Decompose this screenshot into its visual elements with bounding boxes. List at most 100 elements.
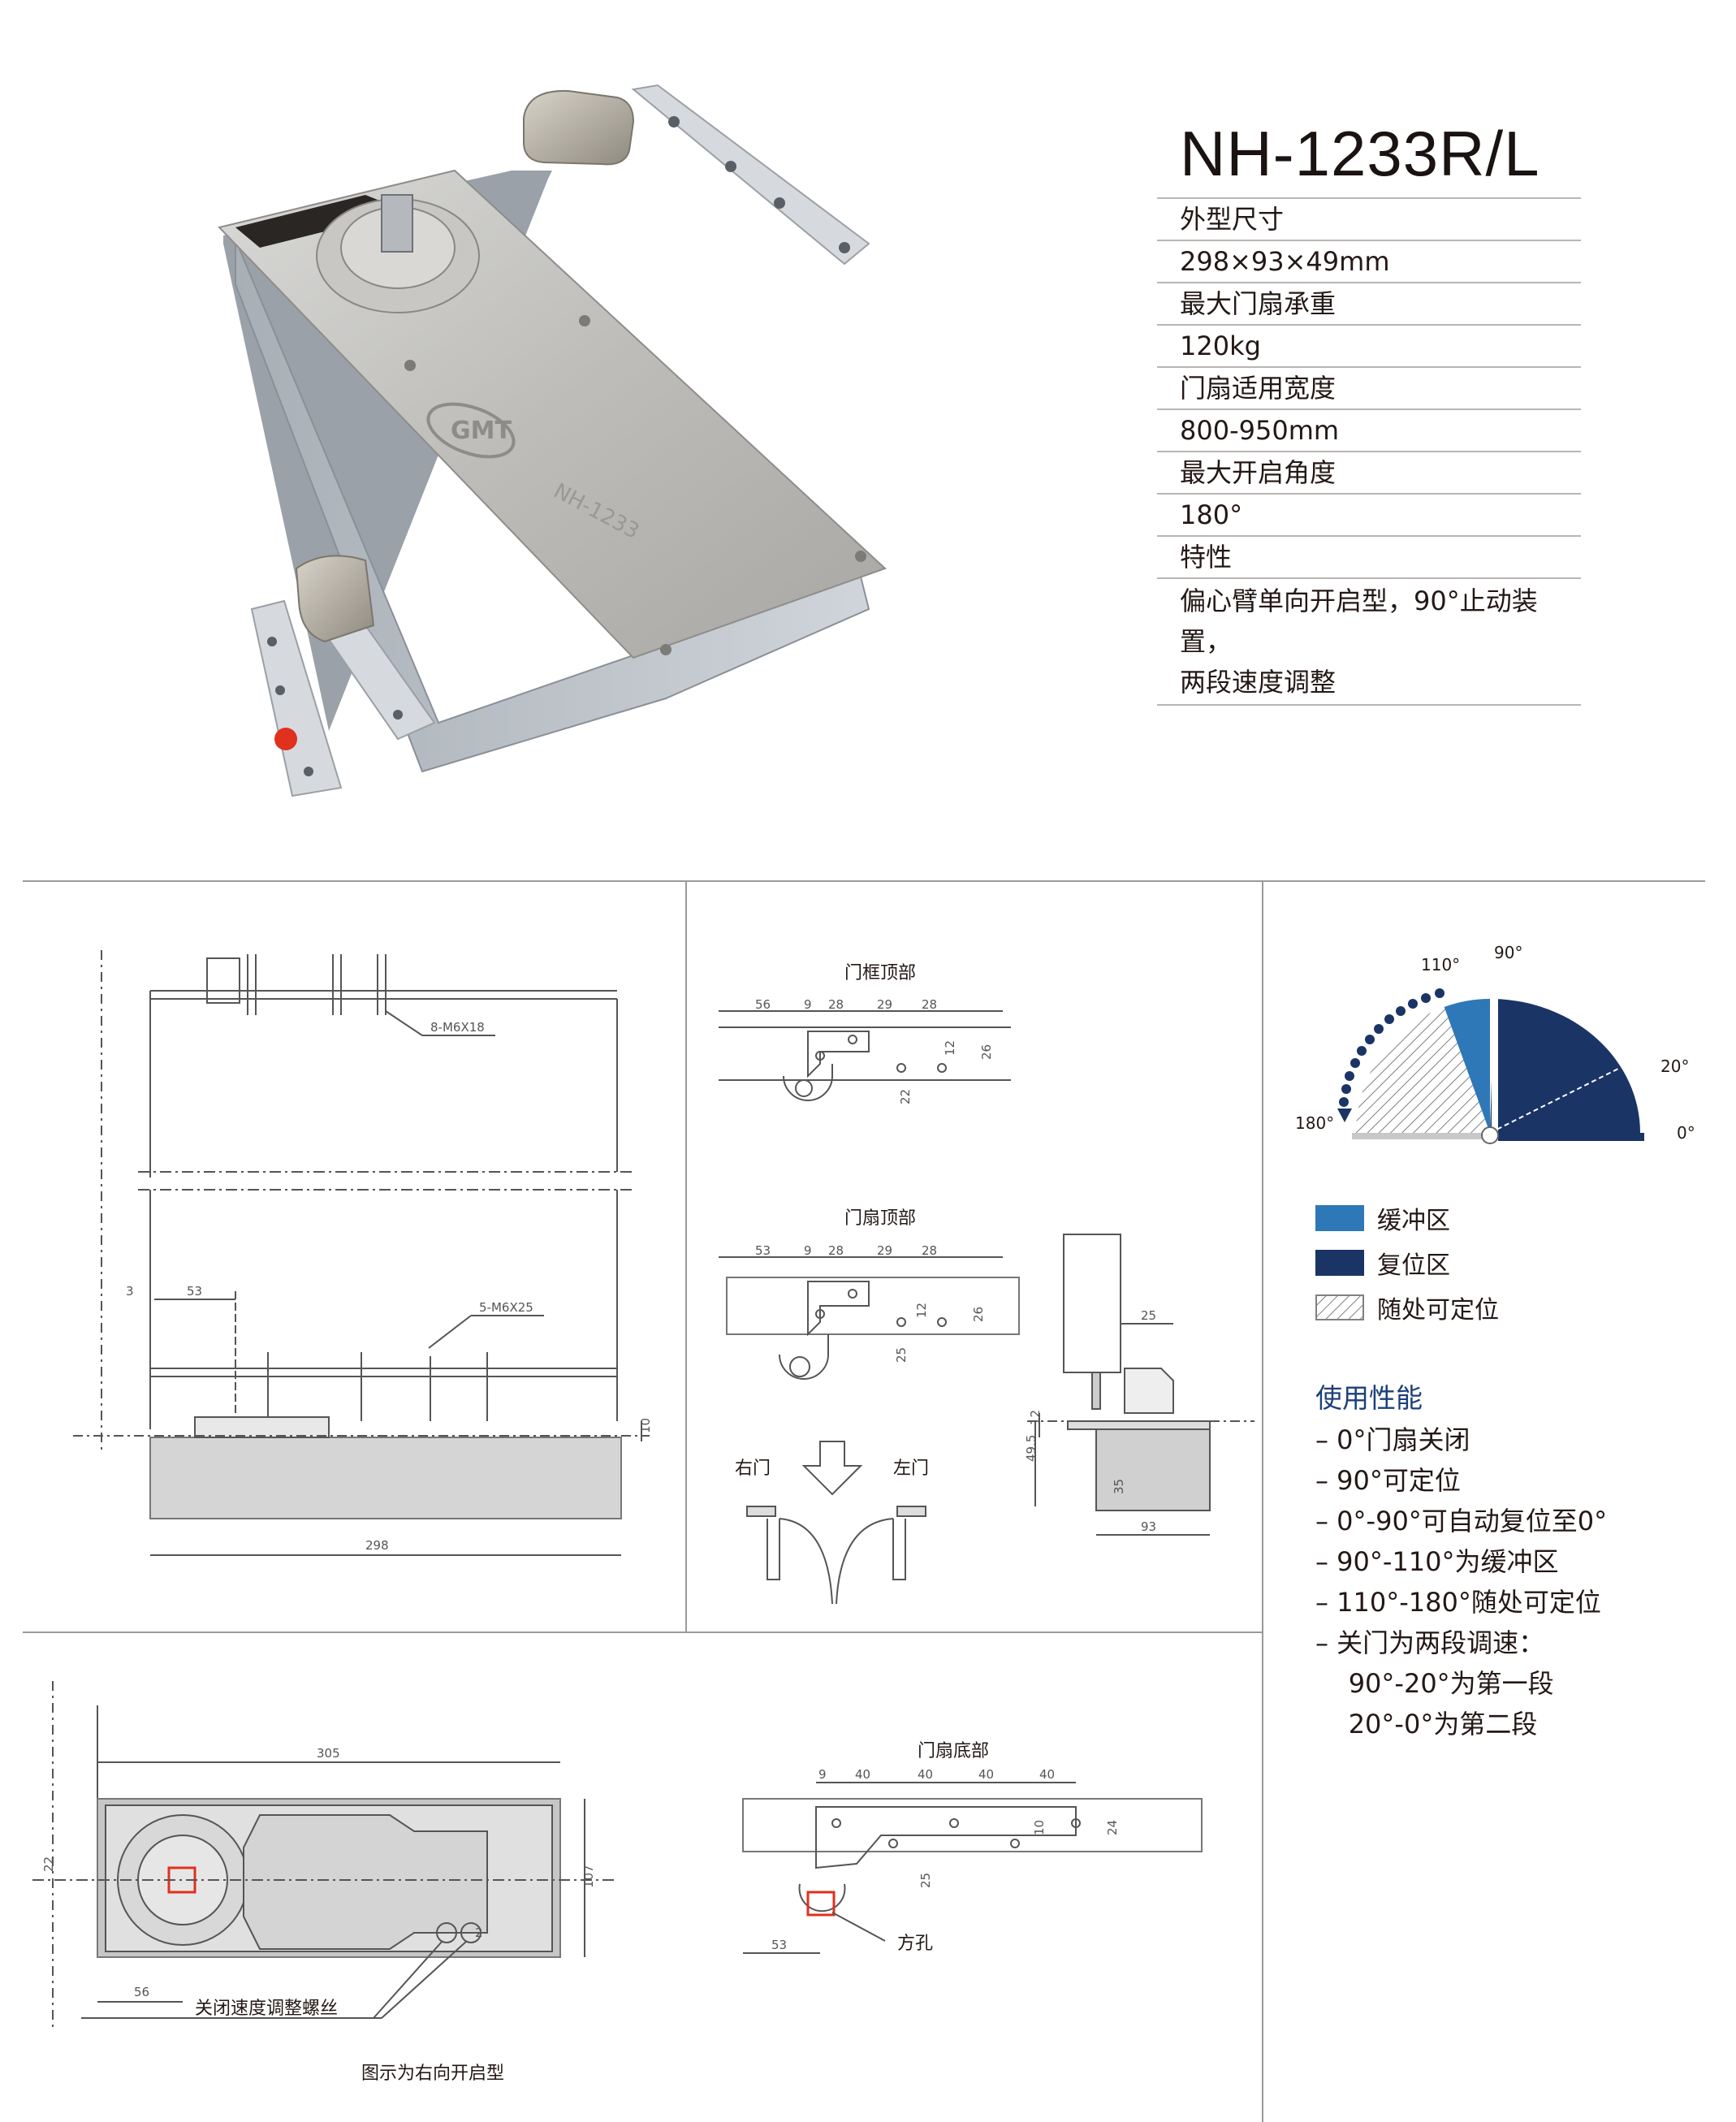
right-door-label: 右门 <box>735 1459 771 1479</box>
bottom-pivot <box>250 555 436 797</box>
spec-value-width: 800-950mm <box>1157 408 1581 451</box>
lb-d25: 25 <box>918 1873 933 1888</box>
legend-reset: 复位区 <box>1315 1245 1450 1281</box>
lt-dim-1: 53 <box>755 1243 771 1258</box>
lb-dim-1: 9 <box>818 1767 827 1782</box>
plan-d22: 22 <box>41 1856 56 1872</box>
screw-label: 关闭速度调整螺丝 <box>195 1999 338 2019</box>
side-elevation-drawing: 8-M6X18 5-M6X25 3 53 10 298 <box>73 950 653 1556</box>
lt-dim-2: 9 <box>804 1243 812 1258</box>
body-logo: GMT <box>451 417 512 445</box>
plan-d56: 56 <box>134 1985 149 1999</box>
dotted-arc <box>1339 988 1445 1107</box>
ft-d22: 22 <box>898 1089 913 1104</box>
legend-label-reset: 复位区 <box>1377 1251 1450 1280</box>
left-door-label: 左门 <box>893 1459 929 1479</box>
dim-53: 53 <box>187 1284 202 1299</box>
lt-d25: 25 <box>894 1347 909 1363</box>
lb-dim-3: 40 <box>918 1767 933 1782</box>
angle-180: 180° <box>1295 1113 1334 1133</box>
spec-value-feature: 偏心臂单向开启型，90°止动装置， 两段速度调整 <box>1157 577 1581 706</box>
lb-dim-2: 40 <box>855 1767 870 1782</box>
spec-table: 外型尺寸 298×93×49mm 最大门扇承重 120kg 门扇适用宽度 800… <box>1157 197 1581 706</box>
reset-zone <box>1490 999 1640 1133</box>
spec-label-feature: 特性 <box>1157 535 1581 577</box>
plan-caption: 图示为右向开启型 <box>361 2064 505 2084</box>
legend-buffer: 缓冲区 <box>1315 1200 1450 1236</box>
spec-label-load: 最大门扇承重 <box>1157 282 1581 324</box>
ft-dim-2: 9 <box>804 997 812 1012</box>
features-title: 使用性能 <box>1315 1382 1423 1414</box>
spec-value-load: 120kg <box>1157 324 1581 366</box>
top-pivot-arm <box>523 84 870 266</box>
feature-item: – 90°-110°为缓冲区 <box>1315 1546 1559 1577</box>
legend-label-buffer: 缓冲区 <box>1377 1207 1450 1235</box>
legend-hatch: 随处可定位 <box>1315 1290 1499 1325</box>
spec-label-width: 门扇适用宽度 <box>1157 366 1581 408</box>
ft-dim-3: 28 <box>828 997 844 1012</box>
feature-item: 20°-0°为第二段 <box>1315 1709 1538 1740</box>
leaf-top-drawing: 53 9 28 29 28 12 26 25 <box>719 1243 1020 1380</box>
plan-n2: 2 <box>475 1925 483 1940</box>
angle-90: 90° <box>1494 943 1522 962</box>
bolt-top-label: 8-M6X18 <box>430 1020 485 1035</box>
spec-value-feature-line2: 两段速度调整 <box>1180 667 1337 698</box>
lb-d10: 10 <box>1032 1820 1047 1835</box>
lb-dim-5: 40 <box>1039 1767 1055 1782</box>
sec-d93: 93 <box>1141 1519 1156 1534</box>
spec-value-feature-line1: 偏心臂单向开启型，90°止动装置， <box>1180 586 1538 657</box>
lt-dim-5: 28 <box>922 1243 937 1258</box>
leaf-top-title: 门扇顶部 <box>844 1208 917 1229</box>
dim-10: 10 <box>638 1418 653 1433</box>
leaf-bottom-drawing: 9 40 40 40 40 10 24 25 53 方孔 <box>742 1767 1203 1954</box>
ft-d12: 12 <box>943 1040 957 1056</box>
spec-label-size: 外型尺寸 <box>1157 197 1581 240</box>
lt-d12: 12 <box>914 1303 929 1318</box>
ft-dim-5: 28 <box>922 997 937 1012</box>
feature-item: – 110°-180°随处可定位 <box>1315 1587 1601 1618</box>
ft-dim-1: 56 <box>755 997 771 1012</box>
feature-item: 90°-20°为第一段 <box>1315 1668 1554 1699</box>
top-bolts <box>247 954 386 1015</box>
sec-d25: 25 <box>1141 1308 1156 1323</box>
sec-d35: 35 <box>1112 1479 1126 1494</box>
lt-d26: 26 <box>971 1307 986 1322</box>
frame-top-title: 门框顶部 <box>844 963 917 983</box>
legend-swatch-reset <box>1315 1250 1364 1276</box>
square-hole-label: 方孔 <box>897 1934 933 1954</box>
spec-label-angle: 最大开启角度 <box>1157 451 1581 493</box>
legend-swatch-hatch <box>1315 1294 1364 1320</box>
hatch-zone <box>1356 1007 1490 1133</box>
ft-d26: 26 <box>979 1044 994 1060</box>
angle-20: 20° <box>1660 1057 1689 1076</box>
lt-dim-3: 28 <box>828 1243 844 1258</box>
feature-item: – 0°-90°可自动复位至0° <box>1315 1506 1608 1536</box>
feature-item: – 0°门扇关闭 <box>1315 1424 1470 1455</box>
legend-label-hatch: 随处可定位 <box>1377 1296 1499 1325</box>
lb-dim-4: 40 <box>978 1767 994 1782</box>
lb-d24: 24 <box>1105 1820 1120 1835</box>
feature-item: – 关门为两段调速： <box>1315 1627 1545 1658</box>
feature-item: – 90°可定位 <box>1315 1465 1461 1496</box>
door-direction-drawing: 右门 左门 <box>735 1441 929 1605</box>
angle-diagram: 110° 90° 20° 180° 0° <box>1295 943 1695 1144</box>
product-photo: GMT NH-1233 <box>218 84 887 797</box>
leaf-bottom-title: 门扇底部 <box>918 1741 990 1761</box>
dim-3: 3 <box>126 1284 134 1299</box>
lt-dim-4: 29 <box>877 1243 892 1258</box>
frame-top-drawing: 56 9 28 29 28 12 26 22 <box>719 997 1011 1104</box>
plan-d107: 107 <box>581 1865 596 1888</box>
section-view-drawing: 25 12 49.5 35 93 <box>1024 1234 1254 1536</box>
angle-110: 110° <box>1421 955 1460 975</box>
lb-d53: 53 <box>771 1938 787 1952</box>
spec-value-size: 298×93×49mm <box>1157 240 1581 282</box>
angle-0: 0° <box>1677 1123 1695 1143</box>
buffer-zone <box>1444 999 1490 1133</box>
bolt-bottom-label: 5-M6X25 <box>479 1300 533 1315</box>
legend-swatch-buffer <box>1315 1205 1364 1231</box>
model-title: NH-1233R/L <box>1180 118 1540 189</box>
plan-d305: 305 <box>317 1746 340 1761</box>
dim-298: 298 <box>365 1538 389 1553</box>
spec-value-angle: 180° <box>1157 493 1581 535</box>
